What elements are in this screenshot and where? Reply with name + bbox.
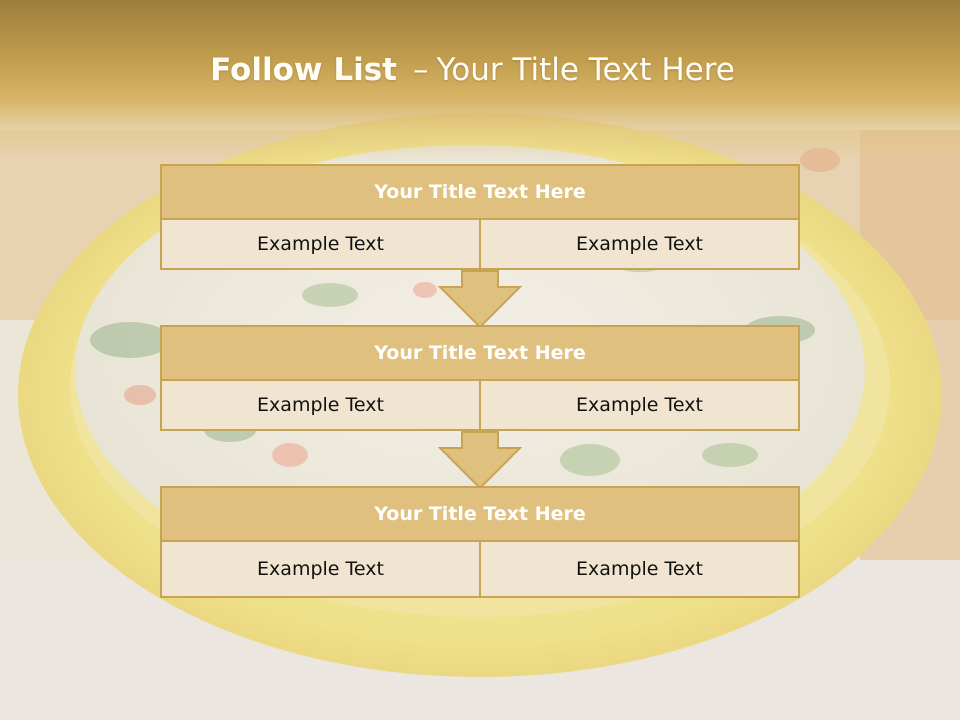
block-cell-right: Example Text — [481, 381, 800, 431]
block-title: Your Title Text Here — [160, 325, 800, 381]
down-arrow-icon — [438, 270, 522, 328]
block-row: Example Text Example Text — [160, 381, 800, 431]
list-block-2: Your Title Text Here Example Text Exampl… — [160, 325, 800, 431]
slide-title-bold: Follow List — [210, 52, 397, 88]
block-cell-right: Example Text — [481, 220, 800, 270]
slide-title-dash: – — [412, 52, 429, 88]
block-cell-left: Example Text — [160, 220, 481, 270]
down-arrow-icon — [438, 431, 522, 489]
block-row: Example Text Example Text — [160, 220, 800, 270]
block-title: Your Title Text Here — [160, 486, 800, 542]
slide-title: Follow List–Your Title Text Here — [0, 52, 945, 88]
list-block-3: Your Title Text Here Example Text Exampl… — [160, 486, 800, 598]
title-band — [0, 0, 960, 160]
list-block-1: Your Title Text Here Example Text Exampl… — [160, 164, 800, 270]
block-cell-right: Example Text — [481, 542, 800, 598]
slide-title-rest: Your Title Text Here — [436, 52, 735, 88]
block-title: Your Title Text Here — [160, 164, 800, 220]
block-cell-left: Example Text — [160, 542, 481, 598]
block-row: Example Text Example Text — [160, 542, 800, 598]
block-cell-left: Example Text — [160, 381, 481, 431]
